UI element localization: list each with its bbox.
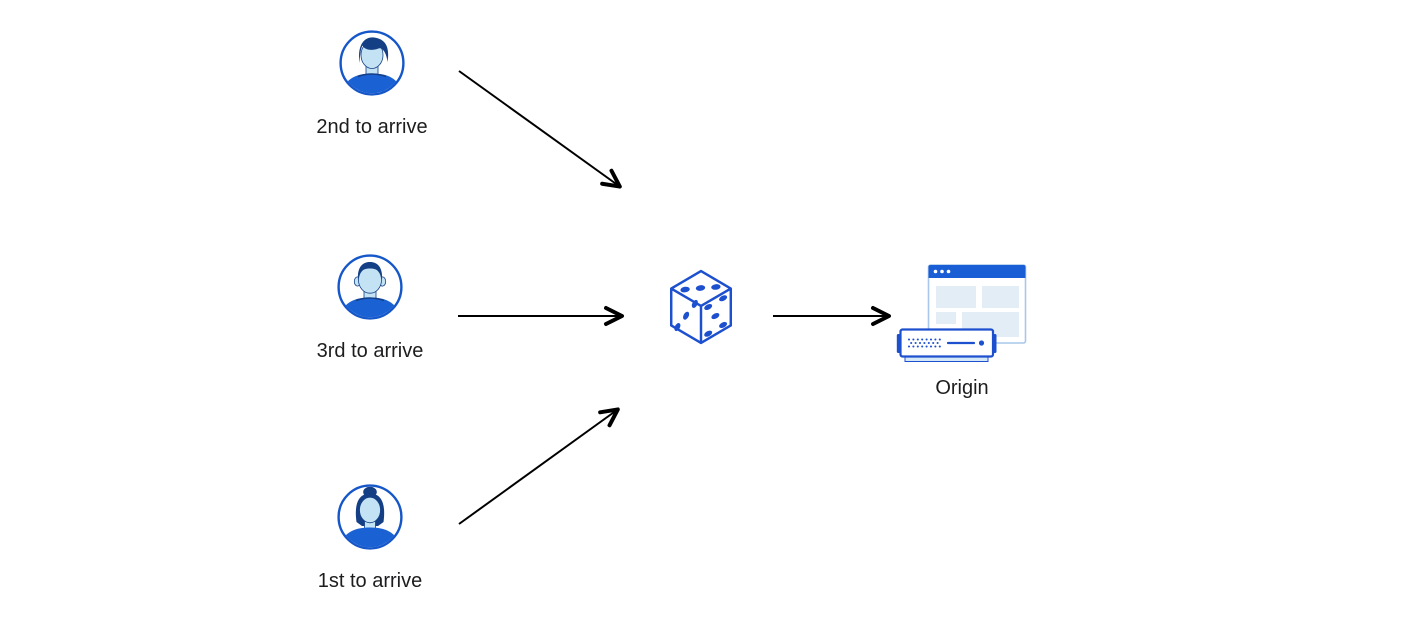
origin-label: Origin	[935, 377, 989, 399]
male-avatar-icon	[339, 30, 405, 96]
random-selector-node	[668, 269, 734, 345]
user-label: 2nd to arrive	[316, 116, 428, 138]
dice-icon	[669, 269, 733, 345]
user-node-1st: 1st to arrive	[295, 484, 445, 593]
origin-node: Origin	[896, 263, 1028, 400]
user-label: 1st to arrive	[317, 570, 423, 592]
user-label: 3rd to arrive	[316, 340, 424, 362]
male-avatar-icon	[337, 254, 403, 320]
user-node-2nd: 2nd to arrive	[297, 30, 447, 139]
arrow-user2nd-to-dice	[458, 70, 622, 189]
arrow-user1st-to-dice	[458, 407, 620, 525]
female-avatar-icon	[337, 484, 403, 550]
user-node-3rd: 3rd to arrive	[295, 254, 445, 363]
server-box-icon	[896, 328, 997, 362]
origin-server-icon	[896, 264, 1027, 362]
browser-window-icon	[927, 264, 1027, 344]
